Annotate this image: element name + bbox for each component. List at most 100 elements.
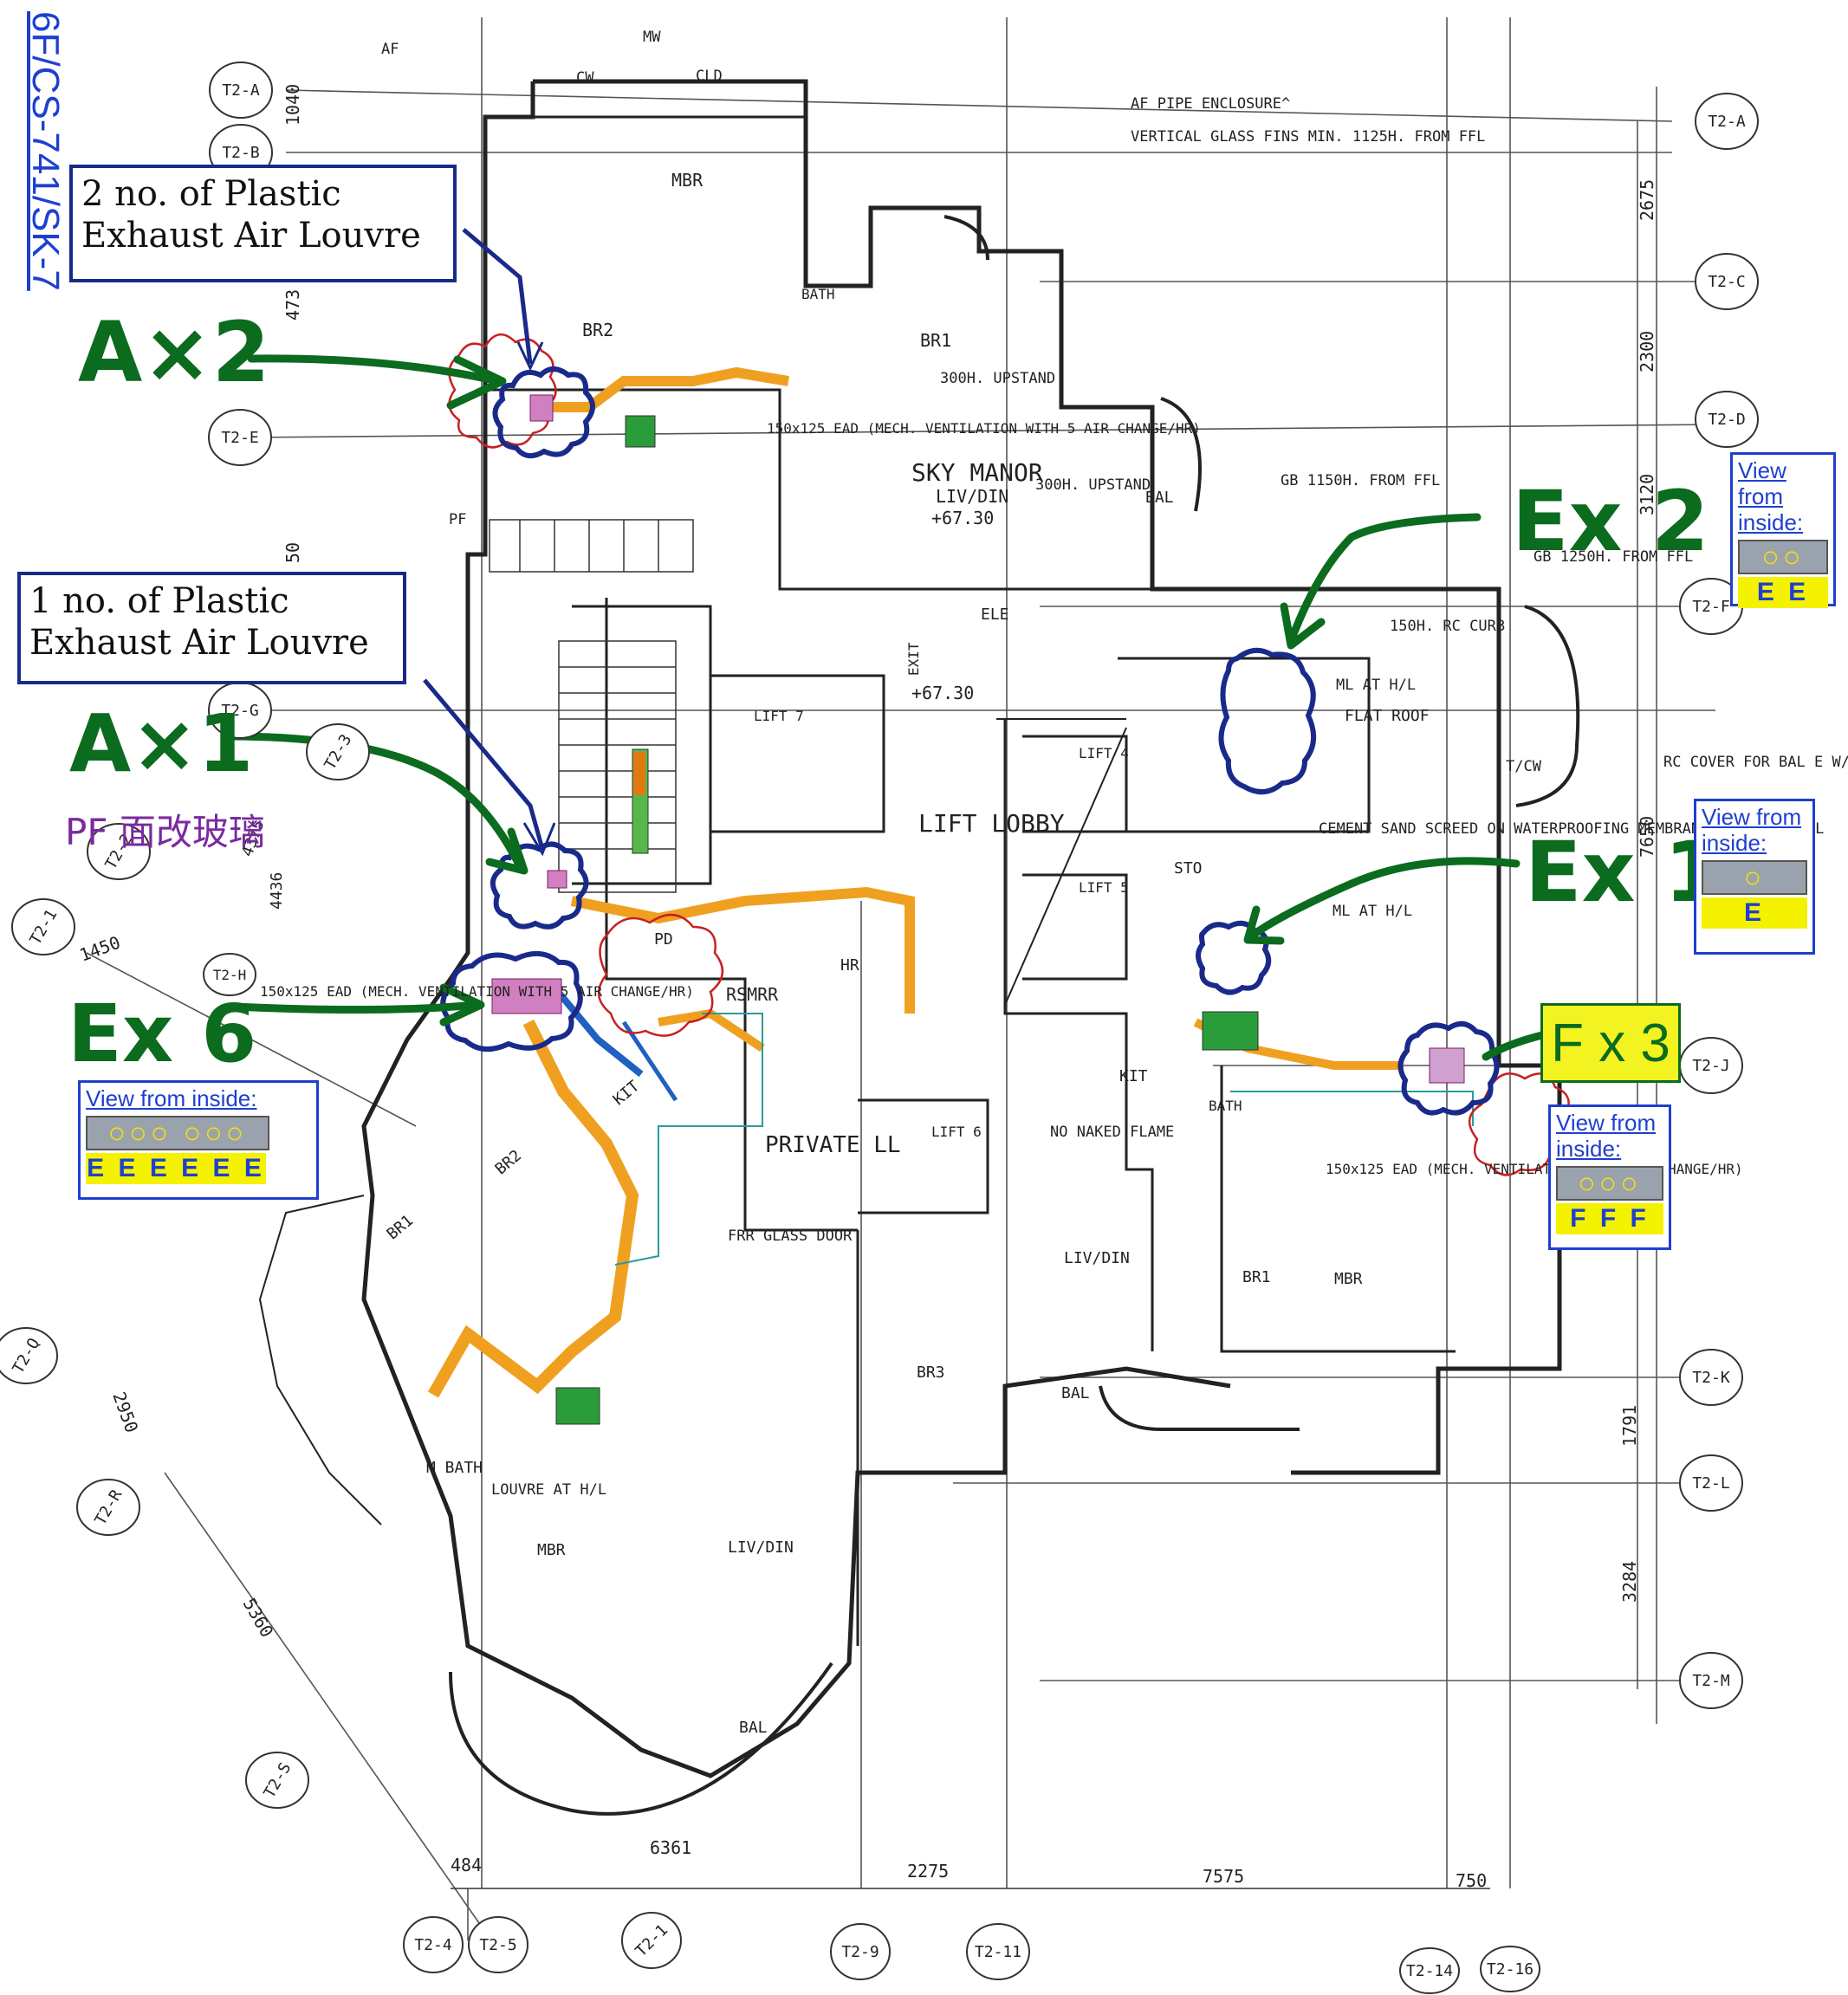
room-bal-bottom: BAL <box>739 1719 768 1737</box>
svg-text:T2-5: T2-5 <box>479 1936 516 1954</box>
note-gb-1150: GB 1150H. FROM FFL <box>1281 472 1440 489</box>
grid-bubble-left-3: T2-3 <box>306 723 370 781</box>
louvre-cloud-a1 <box>490 841 589 929</box>
note-no-naked-flame: NO NAKED FLAME <box>1050 1124 1174 1141</box>
grid-bubble-bottom-11: T2-11 <box>966 1923 1030 1980</box>
room-bal-top: BAL <box>1145 489 1174 507</box>
room-br3: BR3 <box>917 1363 945 1382</box>
view-inside-fff-title1: View from <box>1556 1110 1657 1136</box>
room-private-ll: PRIVATE LL <box>765 1132 901 1158</box>
callout-louvre-1: 1 no. of Plastic Exhaust Air Louvre <box>17 572 406 684</box>
svg-text:T2-H: T2-H <box>213 967 247 983</box>
grid-bubble-left-e: T2-E <box>208 409 272 466</box>
markup-ex1: Ex 1 <box>1525 824 1722 921</box>
note-mw: MW <box>643 29 661 46</box>
grid-bubble-bottom-5: T2-5 <box>468 1916 528 1973</box>
grid-bubble-right-d: T2-D <box>1695 391 1759 448</box>
note-tcw: T/CW <box>1506 758 1542 775</box>
svg-text:T2-A: T2-A <box>1708 113 1746 131</box>
svg-text:T2-4: T2-4 <box>414 1936 451 1954</box>
grid-bubble-bottom-9: T2-9 <box>830 1923 891 1980</box>
svg-text:T2-L: T2-L <box>1692 1474 1730 1493</box>
note-rc-curb: 150H. RC CURB <box>1390 618 1505 635</box>
room-liv-b: LIV/DIN <box>1064 1249 1130 1267</box>
callout-leaders <box>423 228 556 857</box>
ductwork <box>427 366 1474 1425</box>
view-inside-ee: View from inside: ○○ E E <box>1730 452 1836 608</box>
svg-text:T2-K: T2-K <box>1692 1369 1730 1387</box>
room-sto: STO <box>1174 859 1203 878</box>
louvre-cloud-ex1 <box>1196 920 1272 995</box>
callout-louvre-2: 2 no. of Plastic Exhaust Air Louvre <box>69 165 457 282</box>
note-upstand-300: 300H. UPSTAND <box>940 370 1055 387</box>
markup-ax2: A×2 <box>78 304 270 401</box>
note-ead-left: 150x125 EAD (MECH. VENTILATION WITH 5 AI… <box>260 983 694 1000</box>
sheet-reference-link[interactable]: 6F/CS-741/SK-7 <box>24 11 67 291</box>
room-sky-manor: SKY MANOR <box>911 458 1043 487</box>
view-inside-fff-title2: inside: <box>1556 1135 1622 1162</box>
dim-right-3: 3120 <box>1637 474 1657 515</box>
note-ml-hl2: ML AT H/L <box>1333 903 1412 920</box>
callout-louvre-2-line2: Exhaust Air Louvre <box>81 216 421 256</box>
grid-bubble-bottom-14: T2-14 <box>1399 1947 1460 1994</box>
svg-text:T2-11: T2-11 <box>975 1943 1021 1961</box>
room-livdin-top: LIV/DIN <box>936 486 1008 507</box>
grid-bubble-bottom-1: T2-1 <box>621 1912 682 1969</box>
view-inside-ee-labels: E E <box>1738 576 1828 608</box>
grid-bubble-left-r: T2-R <box>76 1479 140 1536</box>
view-inside-e-labels: E <box>1702 897 1807 929</box>
level-mark-1: +67.30 <box>931 508 994 528</box>
room-br1-left: BR1 <box>384 1212 417 1244</box>
markup-pf-note: PF 面改玻璃 <box>65 811 265 853</box>
walls <box>258 79 1580 1816</box>
grid-bubble-left-h: T2-H <box>203 953 256 996</box>
callout-louvre-1-line2: Exhaust Air Louvre <box>29 623 369 663</box>
grid-bubble-right-a: T2-A <box>1695 93 1759 150</box>
grid-bubble-left-g: T2-G <box>208 682 272 739</box>
grid-bubble-left-q: T2-Q <box>0 1327 58 1384</box>
svg-text:T2-A: T2-A <box>222 81 260 100</box>
room-br2-left: BR2 <box>492 1147 525 1179</box>
note-ead-top: 150x125 EAD (MECH. VENTILATION WITH 5 AI… <box>767 420 1201 437</box>
note-cld: CLD <box>696 68 723 85</box>
callout-louvre-1-line1: 1 no. of Plastic <box>29 581 289 621</box>
room-kit-mid: KIT <box>610 1077 644 1109</box>
view-inside-eeeeee-dots: ○○○ ○○○ <box>86 1115 269 1150</box>
dim-left-1: 1040 <box>282 84 303 126</box>
room-kit-right: KIT <box>1119 1067 1148 1085</box>
room-flat-roof: FLAT ROOF <box>1345 707 1430 725</box>
room-rsmrr: RSMRR <box>726 984 779 1005</box>
level-mark-2: +67.30 <box>911 683 974 703</box>
note-vert-glass-fins: VERTICAL GLASS FINS MIN. 1125H. FROM FFL <box>1131 128 1485 146</box>
grid-bubble-right-m: T2-M <box>1679 1652 1743 1709</box>
note-af: AF <box>381 41 399 58</box>
markup-ex6: Ex 6 <box>68 988 256 1080</box>
view-inside-e: View from inside: ○ E <box>1694 799 1815 955</box>
callout-louvre-2-line1: 2 no. of Plastic <box>81 174 341 214</box>
room-lift5: LIFT 5 <box>1079 879 1129 896</box>
view-inside-ee-title2: inside: <box>1738 508 1804 535</box>
room-lift6: LIFT 6 <box>931 1124 982 1140</box>
markup-fx3: F x 3 <box>1540 1003 1681 1083</box>
grid-bubble-left-1: T2-1 <box>11 898 75 955</box>
grid-bubble-right-l: T2-L <box>1679 1454 1743 1512</box>
louvre-cloud-a2 <box>492 366 595 459</box>
view-inside-ee-dots: ○○ <box>1738 539 1828 574</box>
note-frr-glass-door: FRR GLASS DOOR <box>728 1227 853 1245</box>
view-inside-e-title2: inside: <box>1702 829 1767 856</box>
svg-text:T2-C: T2-C <box>1708 273 1745 291</box>
view-inside-fff-labels: F F F <box>1556 1202 1663 1234</box>
grid-bubble-right-k: T2-K <box>1679 1349 1743 1406</box>
view-inside-eeeeee: View from inside: ○○○ ○○○ E E E E E E <box>78 1080 319 1200</box>
view-inside-fff: View from inside: ○○○ F F F <box>1548 1104 1671 1250</box>
grid-bubble-left-s: T2-S <box>245 1752 309 1809</box>
view-inside-eeeeee-title: View from inside: <box>86 1085 257 1111</box>
markup-ax1: A×1 <box>69 697 253 790</box>
svg-text:T2-M: T2-M <box>1692 1672 1730 1690</box>
room-pd: PD <box>654 930 673 949</box>
room-mbath: M BATH <box>426 1459 483 1477</box>
view-inside-e-dots: ○ <box>1702 859 1807 895</box>
dim-right-2: 2300 <box>1637 331 1657 372</box>
svg-text:T2-16: T2-16 <box>1487 1960 1534 1979</box>
